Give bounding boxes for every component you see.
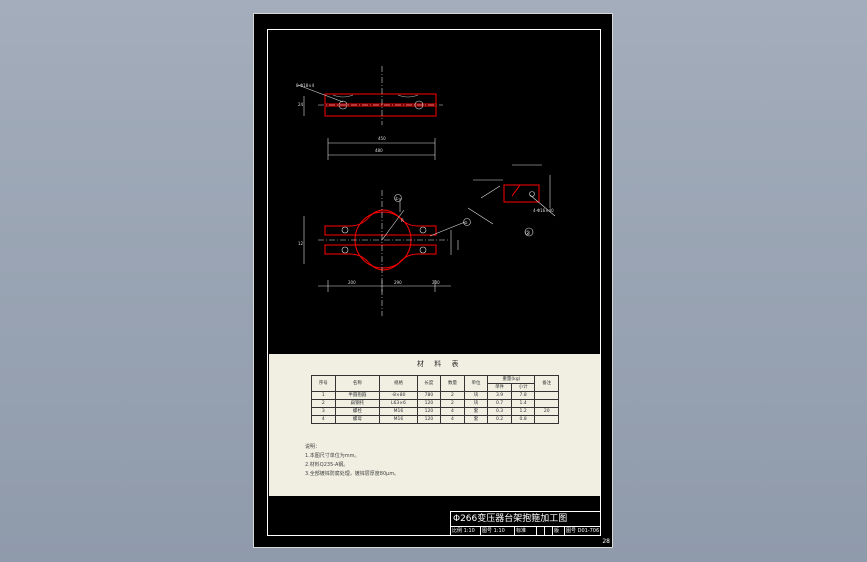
dim-top: 450 (378, 136, 386, 141)
title-block: Φ266变压器台架抱箍加工图 比例 1:10 图号 1:10 标准 版 图号 D… (450, 511, 601, 536)
notes: 说明： 1.本图尺寸单位为mm。 2.材料Q235-A钢。 3.全部镀锌防腐处理… (305, 443, 399, 479)
drawing-sheet: 8-Φ18×4 450 480 200 290 200 ① ② R 4-Φ16×… (253, 13, 613, 548)
sheet-number: 28 (602, 538, 610, 545)
dim-sub: 480 (375, 148, 383, 153)
side-dim-b: 12 (298, 241, 304, 246)
callout-2: ② (464, 220, 468, 225)
dim-bottom-left: 200 (348, 280, 356, 285)
note-line: 1.本图尺寸单位为mm。 (305, 453, 360, 459)
dim-bottom-mid: 290 (394, 280, 402, 285)
drawing-frame: 8-Φ18×4 450 480 200 290 200 ① ② R 4-Φ16×… (267, 29, 601, 536)
notes-heading: 说明： (305, 444, 321, 450)
bolt-hole (338, 100, 348, 110)
note-line: 2.材料Q235-A钢。 (305, 462, 349, 468)
drawing-title: Φ266变压器台架抱箍加工图 (451, 512, 600, 527)
title-cell (545, 527, 553, 536)
title-cell: 图号 1:10 (481, 527, 515, 536)
radius-label: R (401, 218, 404, 223)
dim-bottom-right: 200 (432, 280, 440, 285)
title-cell: 标准 (515, 527, 537, 536)
detail-view (503, 184, 540, 203)
title-cell (537, 527, 545, 536)
bill-of-materials-area: 材 料 表 序号 名称 规格 长度 数量 单位 重量(kg) 备注 单件 小计 (269, 354, 600, 496)
callout-1: ① (395, 196, 399, 201)
detail-note: 4-Φ16×40 (533, 208, 554, 213)
ann-top-label: 8-Φ18×4 (296, 83, 315, 88)
note-line: 3.全部镀锌防腐处理，镀锌层厚度80μm。 (305, 471, 400, 477)
cad-drawing: 8-Φ18×4 450 480 200 290 200 ① ② R 4-Φ16×… (296, 66, 556, 316)
title-cell: 版 (553, 527, 565, 536)
table-title: 材 料 表 (417, 360, 463, 368)
title-cell: 图号 D01-706 (566, 528, 600, 534)
title-cell: 比例 1:10 (451, 527, 481, 536)
top-view (324, 93, 437, 117)
table-header-row: 序号 名称 规格 长度 数量 单位 重量(kg) 备注 (311, 375, 559, 392)
side-dim-a: 24 (298, 102, 304, 107)
detail-label: ② (525, 230, 531, 237)
